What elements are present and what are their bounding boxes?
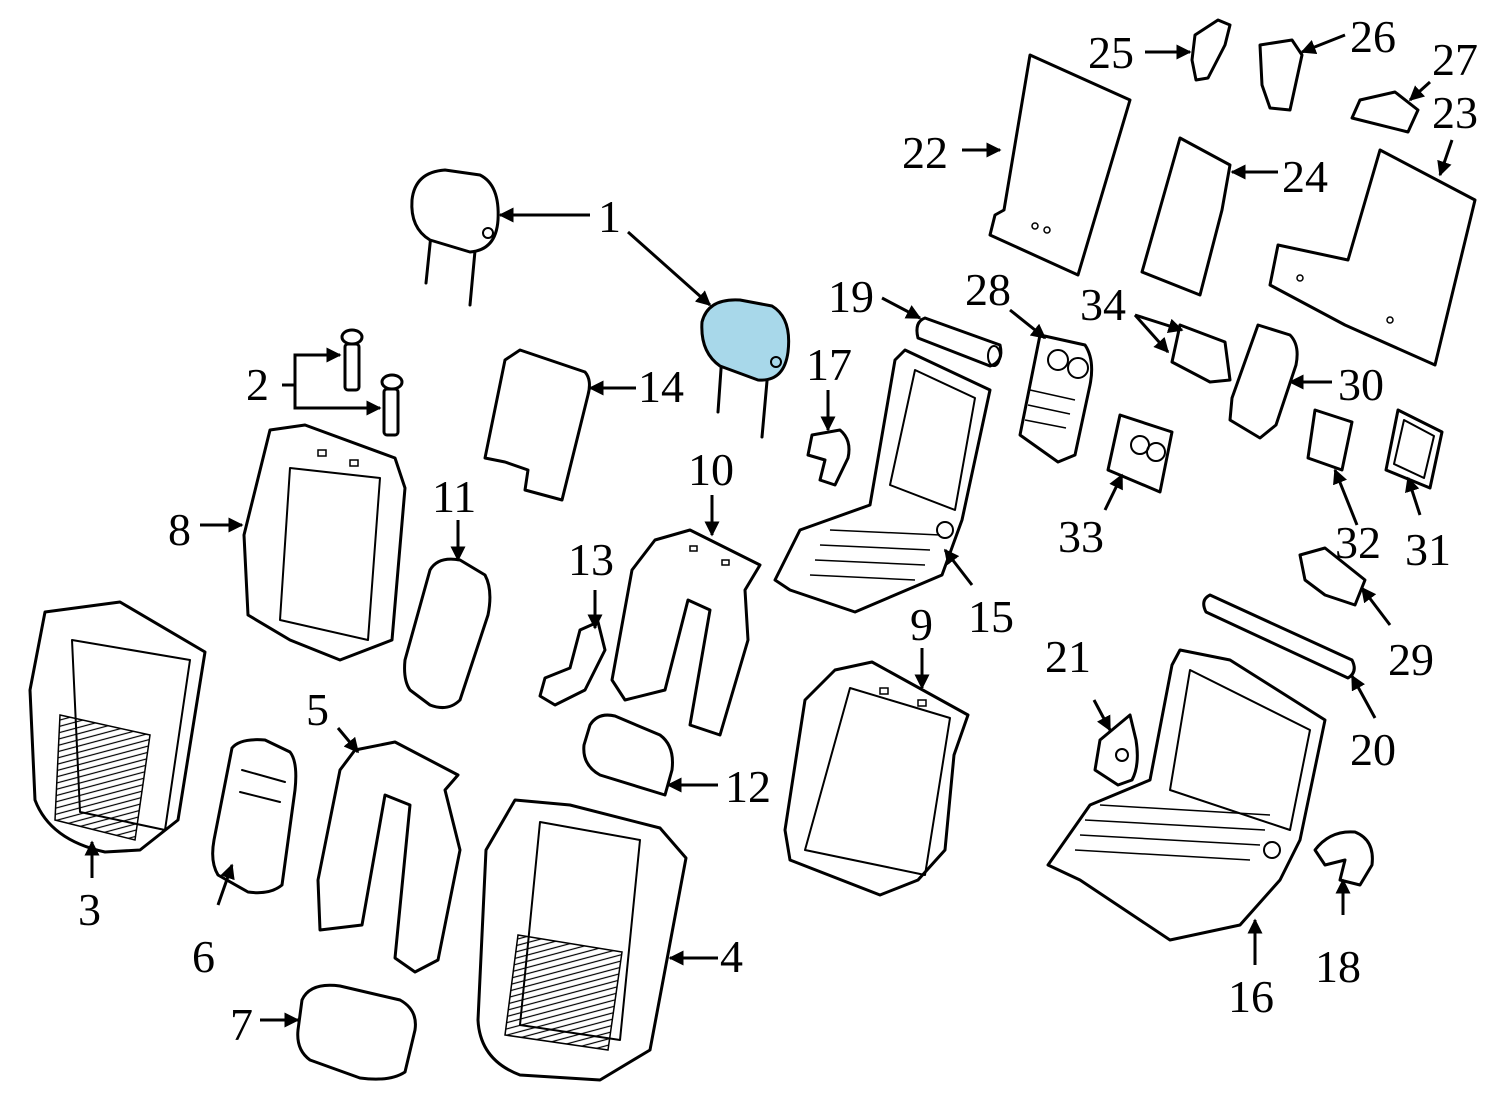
headrest-part-highlighted[interactable] [700,298,791,439]
callout-26: 26 [1350,11,1396,62]
side-trim-part [403,557,492,710]
callout-2: 2 [246,359,269,410]
large-back-panel-part [1268,148,1477,367]
callout-21: 21 [1045,631,1091,682]
hinge-bracket-part [1093,713,1139,787]
callout-13: 13 [568,534,614,585]
callout-8: 8 [168,504,191,555]
rear-back-panel-part [988,53,1132,277]
callout-10: 10 [688,444,734,495]
seat-back-left-part [28,600,207,854]
hinge-part [1298,546,1367,607]
center-frame-panel-part [610,528,762,737]
callout-34: 34 [1080,279,1126,330]
callout-9: 9 [910,599,933,650]
callout-4: 4 [720,931,743,982]
cross-bar-part [1202,593,1356,680]
callout-20: 20 [1350,724,1396,775]
callout-29: 29 [1388,634,1434,685]
frame-panel-part [316,740,462,974]
seat-cushion-part [476,798,688,1082]
callout-7: 7 [230,999,253,1050]
callout-27: 27 [1432,34,1478,85]
latch-cover-part [1258,38,1304,112]
retainer-part [1170,323,1232,384]
back-panel-part [483,348,591,502]
mid-back-panel-part [1140,136,1232,297]
callout-3: 3 [78,884,101,935]
callout-19: 19 [828,271,874,322]
callout-18: 18 [1315,941,1361,992]
bracket-part [538,620,607,707]
lower-seat-frame-part [1046,648,1327,942]
headrest-part-outline [410,168,500,307]
callout-14: 14 [638,361,684,412]
clip-part [806,428,851,487]
cupholder-console-part [1018,333,1094,464]
pivot-cover-part [1313,830,1374,887]
callout-1: 1 [598,191,621,242]
callout-24: 24 [1282,151,1328,202]
side-cover-part [1228,323,1299,440]
callout-12: 12 [725,761,771,812]
armrest-part [211,738,298,895]
center-seat-back-part [783,660,970,897]
headrest-guide-part [340,328,404,437]
seat-frame-part [773,348,992,614]
callout-15: 15 [968,591,1014,642]
seat-pad-part [296,983,417,1081]
callout-28: 28 [965,264,1011,315]
bezel-part [1106,413,1174,494]
callout-23: 23 [1432,87,1478,138]
mounting-plate-part [1306,408,1354,472]
callout-30: 30 [1338,359,1384,410]
callout-6: 6 [192,931,215,982]
cap-part [1350,90,1420,134]
tray-frame-part [1384,408,1444,490]
callout-32: 32 [1335,517,1381,568]
callout-31: 31 [1405,524,1451,575]
tube-part [915,316,1003,368]
callout-labels: 1 2 3 4 5 6 7 8 9 10 11 12 13 14 15 16 1… [78,11,1478,1050]
callout-25: 25 [1088,27,1134,78]
callout-22: 22 [902,127,948,178]
callout-16: 16 [1228,971,1274,1022]
callout-5: 5 [306,684,329,735]
leader-lines [84,33,1454,1028]
trim-block-part [582,713,674,797]
callout-33: 33 [1058,511,1104,562]
latch-part [1190,18,1232,82]
callout-11: 11 [432,471,476,522]
seat-back-cover-part [242,423,407,662]
callout-17: 17 [806,339,852,390]
